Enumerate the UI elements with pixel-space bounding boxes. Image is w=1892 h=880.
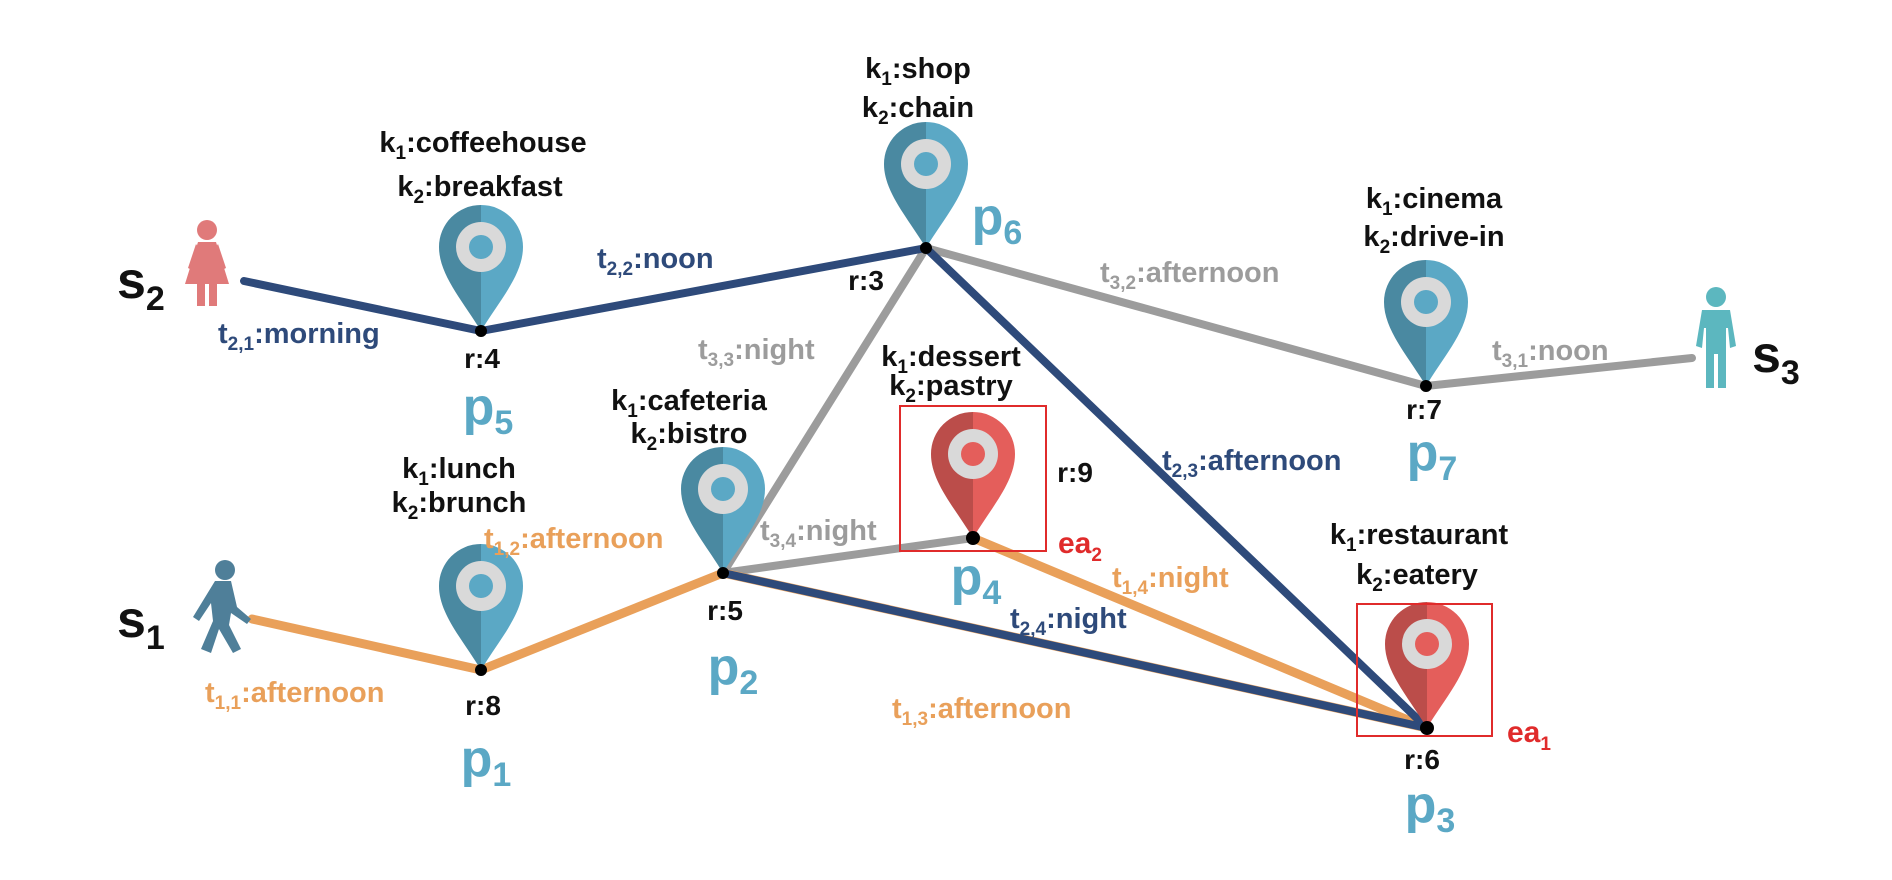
edge-label-t11: t1,1:afternoon — [205, 677, 384, 714]
highlight-box-ea2 — [899, 405, 1047, 552]
p6-keyword-2: k2:chain — [862, 92, 974, 129]
p5-keyword-2: k2:breakfast — [397, 171, 563, 208]
p7-keyword-1: k1:cinema — [1366, 183, 1503, 220]
user-labels: s2 s1 s3 — [117, 252, 1800, 657]
edge-label-t14: t1,4:night — [1112, 562, 1229, 599]
edge-labels: t2,1:morning t2,2:noon t2,3:afternoon t2… — [205, 243, 1609, 730]
man-icon — [1696, 287, 1736, 388]
poi-pin-p1[interactable] — [439, 544, 523, 670]
p3-keyword-2: k2:eatery — [1356, 559, 1478, 596]
edge-label-t22: t2,2:noon — [597, 243, 714, 280]
edge-label-t13: t1,3:afternoon — [892, 693, 1071, 730]
woman-icon — [185, 220, 229, 306]
user-label-s3: s3 — [1752, 326, 1800, 392]
p4-keyword-1: k1:dessert — [881, 341, 1021, 378]
p3-rating: r:6 — [1404, 744, 1440, 775]
rating-labels: r:4 r:3 r:7 r:5 r:8 r:9 r:6 — [464, 265, 1442, 775]
p2-label: p2 — [708, 638, 759, 702]
poi-pins — [439, 122, 1469, 728]
p4-rating: r:9 — [1057, 457, 1093, 488]
p1-keyword-1: k1:lunch — [402, 453, 516, 490]
user-figures — [185, 220, 1736, 653]
edge-label-t34: t3,4:night — [760, 515, 877, 552]
edge-label-t12: t1,2:afternoon — [484, 523, 663, 560]
poi-id-labels: p5 p6 p7 p2 p1 p4 p3 — [461, 188, 1458, 840]
p3-label: p3 — [1405, 776, 1456, 840]
edge-label-t32: t3,2:afternoon — [1100, 257, 1279, 294]
p5-label: p5 — [463, 378, 514, 442]
edge-label-t21: t2,1:morning — [218, 318, 380, 355]
node-dots — [475, 242, 1434, 735]
highlight-labels: ea1 ea2 — [1058, 527, 1551, 755]
edge-label-t24: t2,4:night — [1010, 603, 1127, 640]
ea2-label: ea2 — [1058, 527, 1102, 566]
p5-rating: r:4 — [464, 343, 500, 374]
poi-pin-p6[interactable] — [884, 122, 968, 248]
edge-label-t33: t3,3:night — [698, 334, 815, 371]
p2-keyword-1: k1:cafeteria — [611, 385, 768, 422]
poi-pin-p4[interactable] — [931, 412, 1015, 538]
p1-label: p1 — [461, 730, 512, 794]
p7-keyword-2: k2:drive-in — [1363, 221, 1504, 258]
p2-rating: r:5 — [707, 595, 743, 626]
poi-pin-p7[interactable] — [1384, 260, 1468, 386]
p4-keyword-2: k2:pastry — [889, 370, 1012, 407]
user-label-s1: s1 — [117, 591, 165, 657]
walking-person-icon — [193, 560, 251, 653]
p6-label: p6 — [972, 188, 1023, 252]
ea1-label: ea1 — [1507, 716, 1551, 755]
user-label-s2: s2 — [117, 252, 165, 318]
p6-rating: r:3 — [848, 265, 884, 296]
highlight-boxes — [899, 405, 1493, 737]
highlight-box-ea1 — [1356, 603, 1493, 737]
p4-label: p4 — [951, 548, 1002, 612]
edge-label-t23: t2,3:afternoon — [1162, 445, 1341, 482]
p7-label: p7 — [1407, 424, 1458, 488]
poi-pin-p3[interactable] — [1385, 602, 1469, 728]
p7-rating: r:7 — [1406, 394, 1442, 425]
route-s1 — [247, 533, 1432, 733]
p1-keyword-2: k2:brunch — [392, 487, 527, 524]
poi-pin-p2[interactable] — [681, 447, 765, 573]
poi-pin-p5[interactable] — [439, 205, 523, 331]
p3-keyword-1: k1:restaurant — [1330, 519, 1509, 556]
p2-keyword-2: k2:bistro — [631, 418, 748, 455]
edge-label-t31: t3,1:noon — [1492, 335, 1609, 372]
p5-keyword-1: k1:coffeehouse — [379, 127, 586, 164]
poi-keyword-labels: k1:coffeehouse k2:breakfast k1:shop k2:c… — [379, 53, 1508, 596]
p1-rating: r:8 — [465, 690, 501, 721]
p6-keyword-1: k1:shop — [865, 53, 971, 90]
